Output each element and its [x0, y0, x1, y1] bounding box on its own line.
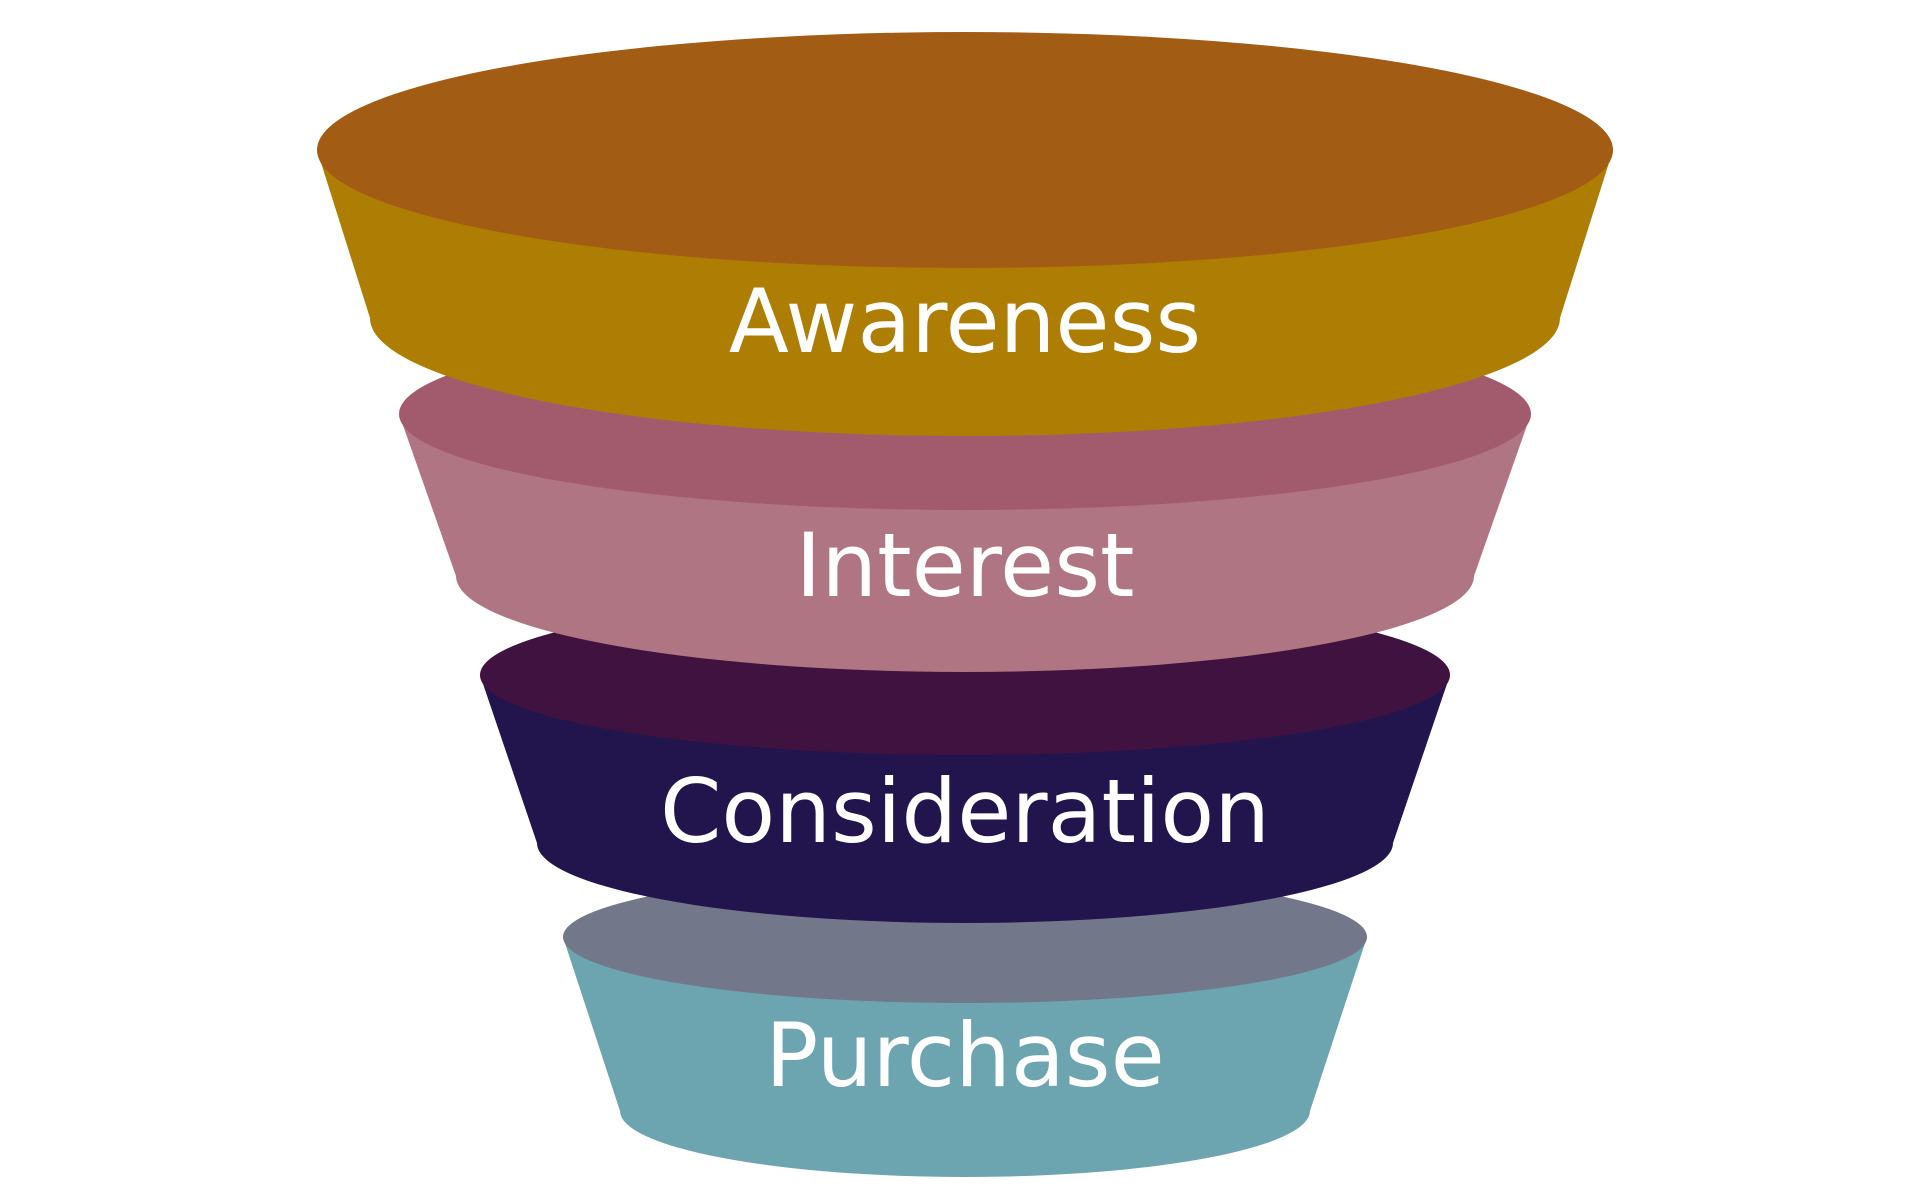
funnel-stages: Purchase Consideration Interest Awareness — [317, 32, 1613, 1177]
funnel-stage-label: Consideration — [660, 760, 1270, 863]
funnel-stage-band — [563, 937, 1367, 1177]
funnel-stage-label: Purchase — [765, 1004, 1165, 1107]
funnel-stage-top — [317, 32, 1613, 268]
funnel-stage-label: Awareness — [729, 270, 1202, 373]
funnel-stage-label: Interest — [795, 514, 1134, 617]
funnel-stage-1: Awareness — [317, 32, 1613, 436]
